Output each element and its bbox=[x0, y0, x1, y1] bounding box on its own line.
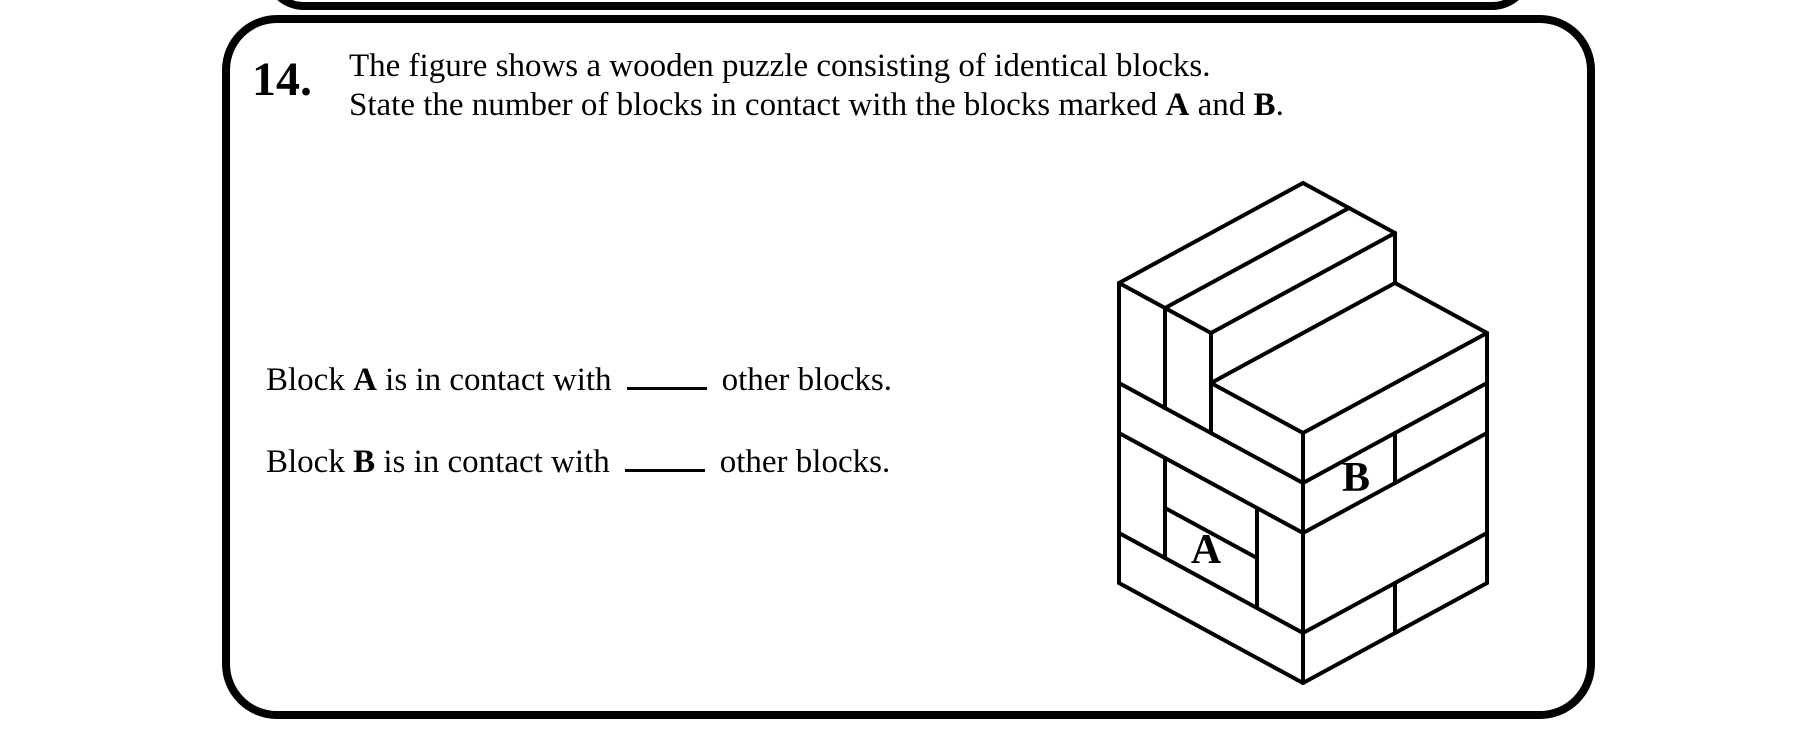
puzzle-block-label-a: A bbox=[1191, 527, 1222, 573]
prompt-line-2-suffix: . bbox=[1275, 87, 1284, 123]
prompt-block-a-ref: A bbox=[1165, 87, 1190, 123]
answer-line-b: Block B is in contact with other blocks. bbox=[266, 439, 890, 482]
puzzle-edge bbox=[1393, 281, 1489, 335]
answer-a-mid: is in contact with bbox=[376, 362, 612, 398]
prompt-line-2: State the number of blocks in contact wi… bbox=[349, 86, 1284, 125]
answer-b-prefix: Block bbox=[266, 444, 354, 480]
puzzle-edge bbox=[1209, 231, 1397, 335]
puzzle-edge bbox=[1301, 331, 1489, 435]
puzzle-edge bbox=[1117, 531, 1305, 635]
prompt-line-1: The figure shows a wooden puzzle consist… bbox=[349, 48, 1211, 84]
prompt-block-b-ref: B bbox=[1253, 87, 1276, 123]
puzzle-edge bbox=[1117, 381, 1305, 485]
puzzle-edge bbox=[1117, 181, 1305, 285]
prompt-line-2-mid: and bbox=[1189, 87, 1254, 123]
question-card bbox=[222, 15, 1595, 719]
prompt-line-2-text: State the number of blocks in contact wi… bbox=[349, 87, 1166, 123]
answer-b-suffix: other blocks. bbox=[719, 444, 891, 480]
answer-a-label: A bbox=[353, 362, 377, 398]
puzzle-edge bbox=[1209, 281, 1397, 385]
answer-b-label: B bbox=[353, 444, 376, 480]
answer-line-a: Block A is in contact with other blocks. bbox=[266, 357, 892, 400]
question-prompt: The figure shows a wooden puzzle consist… bbox=[349, 47, 1284, 125]
puzzle-edge bbox=[1117, 581, 1305, 685]
answer-b-blank-field[interactable] bbox=[624, 439, 705, 472]
question-number: 14. bbox=[252, 53, 312, 106]
answer-a-prefix: Block bbox=[266, 362, 354, 398]
answer-b-mid: is in contact with bbox=[375, 444, 610, 480]
puzzle-edge bbox=[1117, 431, 1305, 535]
puzzle-edge bbox=[1209, 381, 1305, 435]
answer-a-blank-field[interactable] bbox=[626, 357, 707, 390]
puzzle-block-label-b: B bbox=[1342, 455, 1370, 501]
puzzle-edge bbox=[1163, 206, 1351, 310]
answer-a-suffix: other blocks. bbox=[721, 362, 893, 398]
puzzle-edge bbox=[1163, 506, 1259, 560]
